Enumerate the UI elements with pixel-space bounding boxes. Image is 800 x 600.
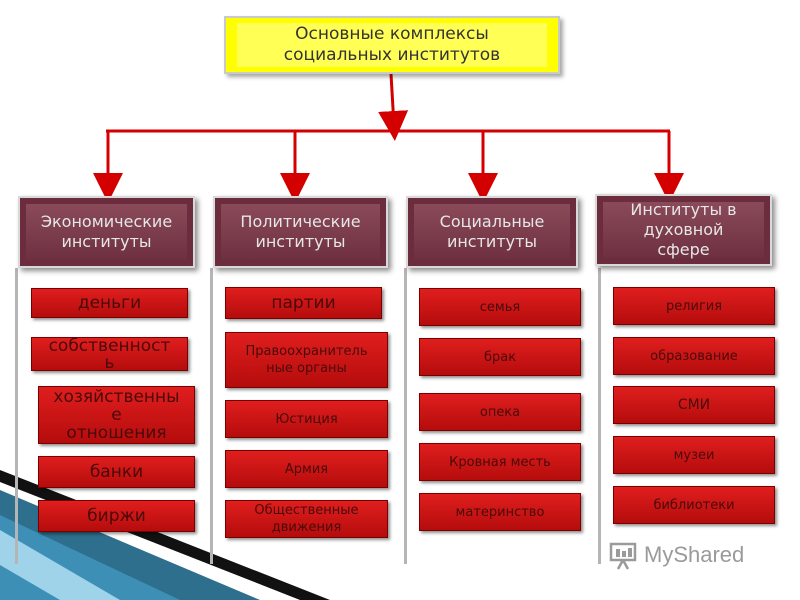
item-materinstvo-text: материнство (455, 504, 545, 520)
item-sobstvennost-text-1: собственност (48, 337, 171, 356)
column-3-line (404, 268, 407, 564)
item-sobstvennost-text-2: ь (104, 353, 115, 371)
watermark-text: MyShared (644, 542, 745, 567)
column-1-line (15, 268, 18, 564)
item-hozyaystvennye-text-3: отношения (66, 423, 167, 443)
item-biblioteki-text: библиотеки (653, 497, 735, 513)
item-armiya-text: Армия (284, 461, 329, 477)
item-birzhi-text: биржи (87, 506, 146, 526)
item-krovnaya-mest-text: Кровная месть (449, 454, 551, 470)
item-opeka: опека (419, 393, 581, 431)
item-semya: семья (419, 288, 581, 326)
item-hozyaystvennye-text-2: е (111, 405, 122, 425)
header-political-line-1: Политические (240, 212, 361, 231)
title-line-1: Основные комплексы (295, 24, 489, 44)
header-social: Социальные институты (406, 196, 578, 268)
watermark: MyShared (608, 538, 744, 572)
item-krovnaya-mest: Кровная месть (419, 443, 581, 481)
header-social-line-2: институты (446, 232, 538, 251)
item-pravookhranitelnye-text-2: ные органы (266, 361, 347, 376)
column-4-line (598, 268, 601, 564)
item-religiya-text: религия (665, 298, 723, 314)
item-sobstvennost: собственност ь (31, 337, 188, 371)
title-line-2: социальных институтов (283, 45, 501, 65)
header-political: Политические институты (213, 196, 388, 268)
item-obrazovanie-text: образование (650, 348, 738, 364)
item-dengi-text: деньги (77, 293, 142, 313)
item-semya-text: семья (479, 299, 521, 315)
header-economic-line-2: институты (61, 232, 152, 251)
header-spiritual-line-3: сфере (657, 240, 710, 259)
header-spiritual-line-2: духовной (643, 220, 724, 239)
column-2-line (210, 268, 213, 564)
item-birzhi: биржи (38, 500, 195, 532)
item-obshchestvennye-text-2: движения (271, 520, 342, 535)
item-pravookhranitelnye: Правоохранитель ные органы (225, 332, 388, 388)
header-spiritual: Институты в духовной сфере (595, 194, 772, 266)
item-hozyaystvennye-text-1: хозяйственны (53, 387, 180, 407)
header-social-line-1: Социальные (439, 212, 545, 231)
item-armiya: Армия (225, 450, 388, 488)
item-banki: банки (38, 456, 195, 488)
item-partii: партии (225, 287, 382, 319)
header-economic: Экономические институты (18, 196, 195, 268)
item-obrazovanie: образование (613, 337, 775, 375)
item-dengi: деньги (31, 288, 188, 318)
item-biblioteki: библиотеки (613, 486, 775, 524)
item-smi: СМИ (613, 386, 775, 424)
item-opeka-text: опека (479, 404, 521, 420)
item-religiya: религия (613, 287, 775, 325)
item-hozyaystvennye: хозяйственны е отношения (38, 386, 195, 444)
item-yustitsiya-text: Юстиция (275, 411, 338, 427)
item-banki-text: банки (89, 462, 144, 482)
item-obshchestvennye: Общественные движения (225, 500, 388, 538)
item-obshchestvennye-text-1: Общественные (254, 503, 359, 518)
presentation-icon (609, 542, 637, 570)
item-smi-text: СМИ (677, 397, 711, 413)
item-brak: брак (419, 338, 581, 376)
header-political-line-2: институты (255, 232, 346, 251)
item-brak-text: брак (483, 349, 517, 365)
item-muzei-text: музеи (673, 447, 715, 463)
item-pravookhranitelnye-text-1: Правоохранитель (245, 344, 368, 359)
header-economic-line-1: Экономические (40, 212, 173, 231)
item-partii-text: партии (271, 293, 336, 313)
title-box: Основные комплексы социальных институтов (224, 16, 560, 74)
item-muzei: музеи (613, 436, 775, 474)
header-spiritual-line-1: Институты в (630, 200, 737, 219)
item-materinstvo: материнство (419, 493, 581, 531)
item-yustitsiya: Юстиция (225, 400, 388, 438)
